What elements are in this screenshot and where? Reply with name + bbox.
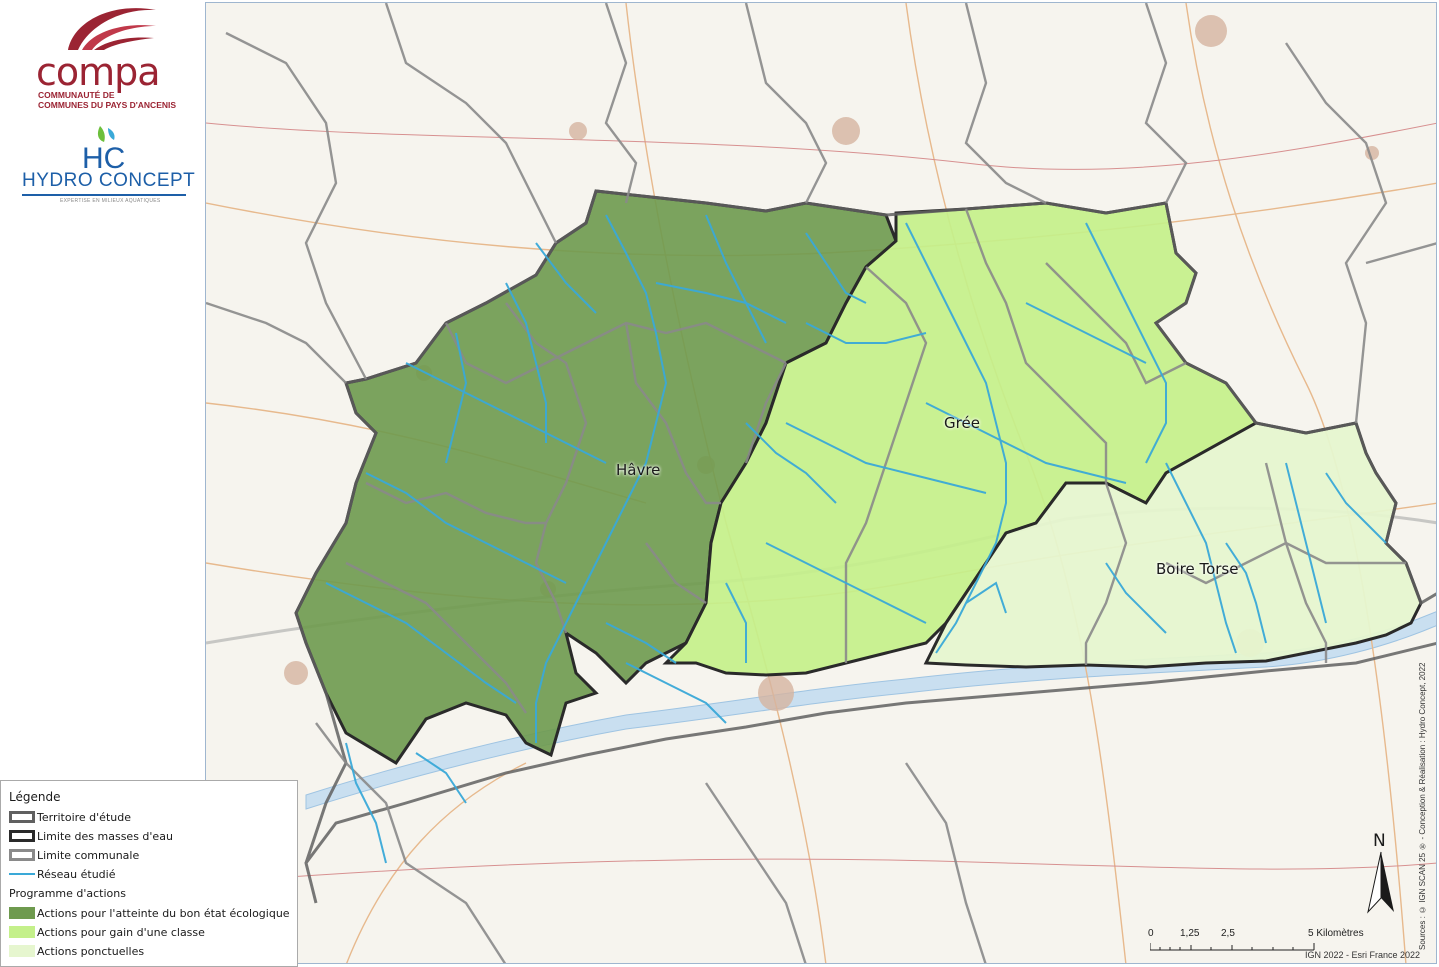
compa-subtitle-line-2: COMMUNES DU PAYS D'ANCENIS [38, 100, 177, 110]
legend-item-commune: Limite communale [9, 847, 139, 863]
legend-item-label: Territoire d'étude [37, 810, 131, 824]
territory-symbol [9, 811, 35, 823]
network-symbol [9, 873, 35, 875]
studied-network [325, 214, 1387, 864]
legend-item-network: Réseau étudié [9, 866, 115, 882]
boire-torse-label: Boire Torse [1156, 560, 1239, 578]
north-letter: N [1373, 831, 1386, 851]
water-limit-symbol [9, 830, 35, 842]
legend-item-territory: Territoire d'étude [9, 809, 131, 825]
program-good-status-swatch [9, 907, 35, 919]
copyright-credit: IGN 2022 - Esri France 2022 [1305, 950, 1421, 960]
scale-tick-3: 5 Kilomètres [1308, 928, 1364, 939]
compa-logo-subtitle: COMMUNAUTÉ DE COMMUNES DU PAYS D'ANCENIS [38, 90, 188, 110]
legend-item-label: Actions ponctuelles [37, 944, 145, 958]
scale-bar-graphic [1150, 943, 1315, 951]
logo-area: compa COMMUNAUTÉ DE COMMUNES DU PAYS D'A… [0, 0, 205, 780]
north-arrow-icon: N [1367, 831, 1394, 914]
water-bodies [294, 189, 1423, 766]
scale-tick-2: 2,5 [1221, 928, 1235, 939]
legend-program-heading: Programme d'actions [9, 887, 126, 900]
compa-logo-text: compa [36, 50, 161, 94]
hydro-concept-logo-mark: HC [82, 126, 125, 170]
commune-limits [206, 3, 1436, 963]
map-legend: Légende Territoire d'étude Limite des ma… [0, 780, 298, 967]
map-view[interactable]: Hâvre Grée Boire Torse [205, 2, 1437, 964]
legend-item-label: Réseau étudié [37, 867, 116, 881]
scale-bar: 0 1,25 2,5 5 Kilomètres [1142, 928, 1364, 958]
gree-label: Grée [944, 414, 980, 432]
legend-item-program-punctual: Actions ponctuelles [9, 943, 144, 959]
legend-item-label: Actions pour l'atteinte du bon état écol… [37, 906, 290, 920]
program-punctual-swatch [9, 945, 35, 957]
legend-item-water-limit: Limite des masses d'eau [9, 828, 173, 844]
legend-item-program-good-status: Actions pour l'atteinte du bon état écol… [9, 905, 290, 921]
scale-tick-0: 0 [1148, 928, 1154, 939]
hydro-concept-logo-text: HYDRO CONCEPT [22, 170, 196, 191]
scale-tick-1: 1,25 [1180, 928, 1200, 939]
compa-subtitle-line-1: COMMUNAUTÉ DE [38, 90, 115, 100]
hydro-concept-tagline: EXPERTISE EN MILIEUX AQUATIQUES [60, 198, 161, 204]
hydro-monogram: HC [82, 142, 125, 170]
havre-label: Hâvre [616, 461, 661, 479]
legend-item-label: Actions pour gain d'une classe [37, 925, 205, 939]
program-class-gain-swatch [9, 926, 35, 938]
legend-item-program-class-gain: Actions pour gain d'une classe [9, 924, 205, 940]
commune-symbol [9, 849, 35, 861]
study-territory-outline [294, 189, 1436, 904]
legend-item-label: Limite des masses d'eau [37, 829, 173, 843]
map-canvas [206, 3, 1436, 963]
hydro-concept-underline [22, 194, 186, 196]
legend-item-label: Limite communale [37, 848, 140, 862]
legend-title: Légende [9, 790, 61, 804]
sources-credit: Sources : © IGN SCAN 25 ® - Conception &… [1418, 662, 1427, 950]
compa-logo-mark [68, 8, 156, 50]
